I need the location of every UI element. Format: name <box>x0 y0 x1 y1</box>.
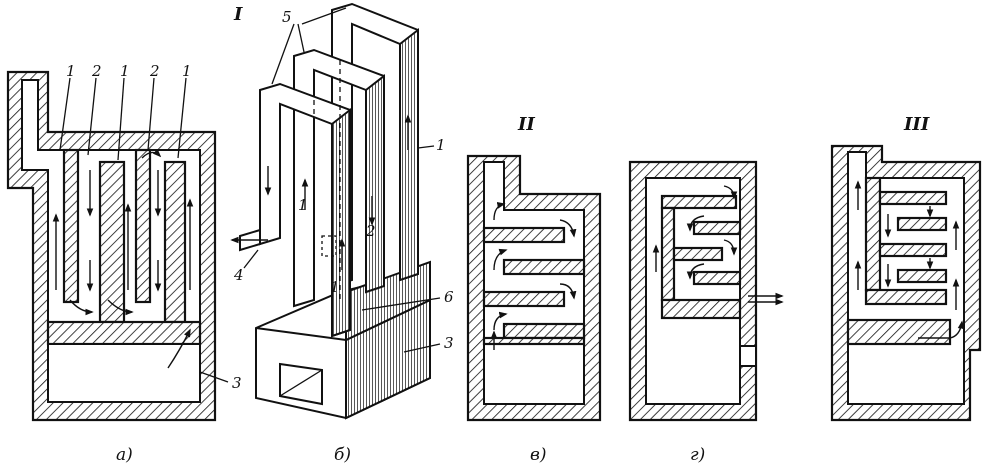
label-b-5: 5 <box>282 8 292 26</box>
panel-g-shelf <box>660 298 742 320</box>
label-b-4: 4 <box>233 266 244 284</box>
panel-v-baffle <box>502 258 586 276</box>
panel-a: 1 2 1 2 1 3 а) <box>6 62 242 465</box>
panel-g-spine <box>660 206 676 302</box>
panel-iii-spine <box>864 176 882 292</box>
panel-v: II в) <box>466 114 602 465</box>
label-b-inner-2: 2 <box>365 222 376 240</box>
label-b-3: 3 <box>444 334 454 352</box>
flow-arrow <box>167 328 191 369</box>
caption-v: в) <box>530 445 547 465</box>
caption-g: г) <box>690 445 705 465</box>
flow-arrow <box>493 202 506 221</box>
panel-a-shelf <box>46 320 202 346</box>
roman-label-II: II <box>517 114 535 135</box>
panel-a-fin <box>163 160 187 324</box>
panel-b: I <box>230 2 454 465</box>
roman-label-I: I <box>233 4 243 25</box>
label-b-1: 1 <box>436 136 446 154</box>
panel-iii-baffle <box>878 242 948 258</box>
label-b-6: 6 <box>444 288 454 306</box>
panel-iii: III <box>830 114 982 422</box>
label-a-6: 3 <box>232 374 242 392</box>
label-a-3: 1 <box>120 62 130 80</box>
panel-iii-baffle <box>864 288 948 306</box>
panel-g-cavity <box>645 177 741 405</box>
panel-v-baffle <box>482 290 566 308</box>
flow-arrow <box>107 299 134 316</box>
flow-arrow <box>493 248 508 271</box>
label-a-5: 1 <box>182 62 192 80</box>
flow-arrow <box>723 239 738 256</box>
channel-group <box>239 2 419 338</box>
panel-iii-baffle <box>896 216 948 232</box>
flow-arrow <box>141 148 162 159</box>
panel-iii-baffle <box>896 268 948 284</box>
flow-arrow <box>493 311 508 331</box>
panel-v-baffle <box>502 322 586 340</box>
panel-iii-shelf <box>846 318 952 346</box>
roman-label-III: III <box>903 114 930 135</box>
panel-g-baffle <box>672 246 724 262</box>
panel-g-door <box>739 345 757 367</box>
panel-v-shelf <box>482 336 586 346</box>
panel-a-fin <box>98 160 126 324</box>
flow-arrow <box>559 219 577 238</box>
caption-a: а) <box>116 445 133 465</box>
firebox-door <box>279 362 323 406</box>
flow-arrow <box>559 283 577 300</box>
label-b-inner-1: 1 <box>298 196 308 214</box>
label-a-1: 1 <box>66 62 76 80</box>
panel-g-baffle <box>692 220 742 236</box>
caption-b: б) <box>334 445 351 465</box>
panel-a-firebox <box>47 343 201 403</box>
label-a-2: 2 <box>91 62 102 80</box>
panel-v-baffle <box>482 226 566 244</box>
flow-arrow <box>918 320 965 339</box>
panel-a-fin <box>134 148 152 304</box>
flow-arrow <box>723 185 738 200</box>
label-a-4: 2 <box>149 62 160 80</box>
flow-arrow <box>686 263 705 280</box>
panel-g: г) <box>628 160 784 465</box>
flow-arrow <box>686 215 705 232</box>
panel-g-baffle <box>660 194 738 210</box>
panel-g-baffle <box>692 270 742 286</box>
flow-arrow <box>69 299 94 316</box>
label-b-inner-3: 1 <box>330 278 340 296</box>
panel-iii-baffle <box>878 190 948 206</box>
panel-a-fin <box>62 148 80 304</box>
